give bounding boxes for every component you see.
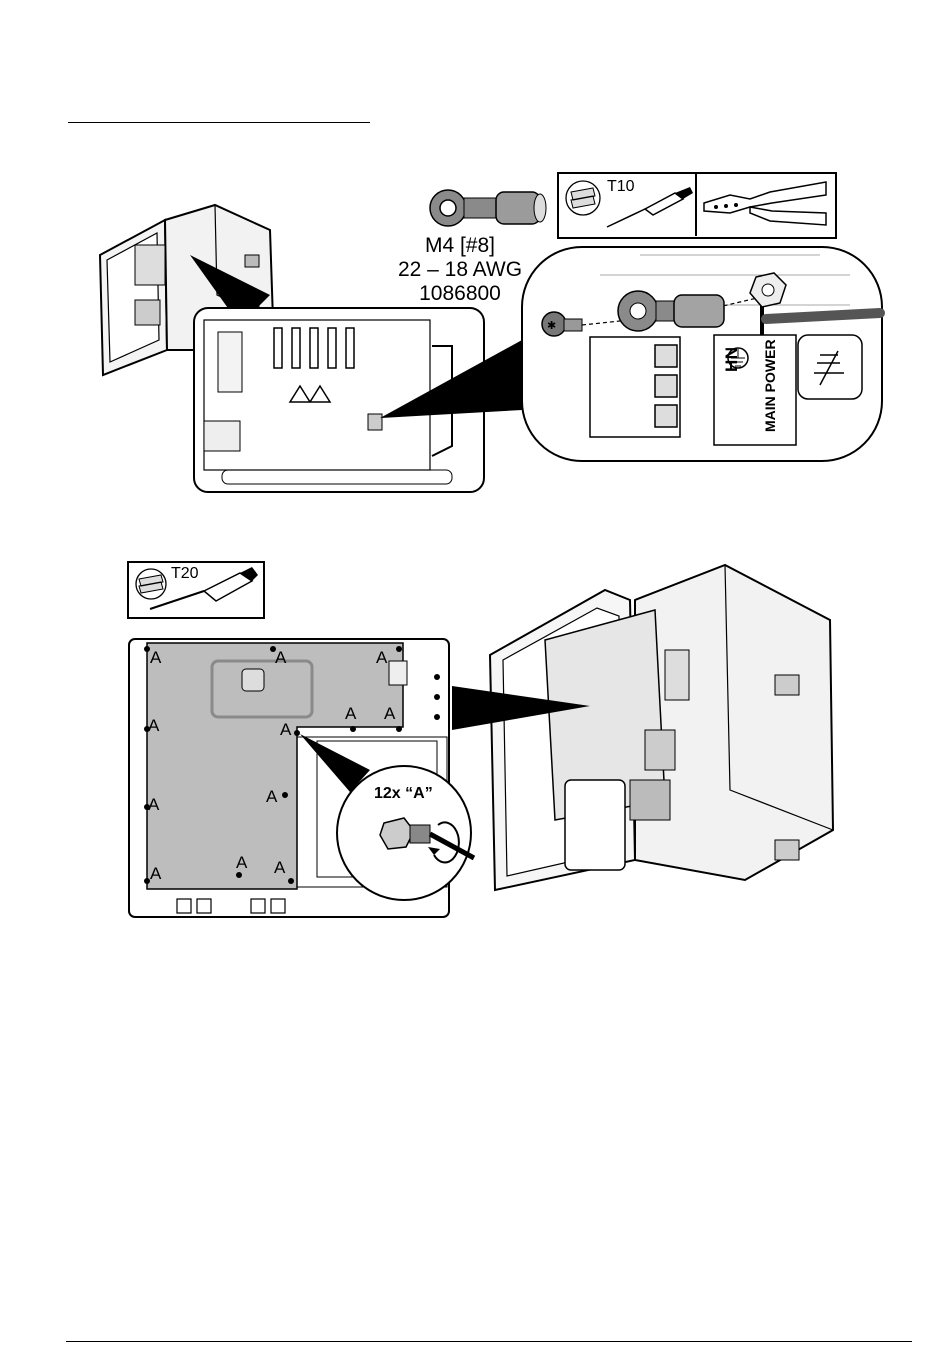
hn-marking: HN [722, 262, 742, 372]
tool-box-divider [695, 172, 697, 236]
zoom-wedge-2 [380, 340, 530, 430]
zoom-wedge-4 [440, 670, 600, 750]
screw-callout-a: A [275, 648, 286, 668]
svg-text:✱: ✱ [547, 320, 556, 332]
crimping-tool-icon [700, 177, 830, 232]
part-number-label: 1086800 [380, 282, 540, 306]
main-power-label: MAIN POWER [762, 322, 778, 432]
screw-removal-detail [334, 763, 474, 903]
screw-callout-a: A [236, 853, 247, 873]
screwdriver-t20-icon [148, 565, 260, 613]
screw-callout-a: A [280, 720, 291, 740]
wire-gauge-label: 22 – 18 AWG [380, 258, 540, 282]
footer-rule [66, 1341, 912, 1342]
screw-callout-a: A [376, 648, 387, 668]
bit-holder-icon [563, 178, 603, 218]
ring-terminal-icon [428, 180, 548, 238]
screw-callout-a: A [274, 858, 285, 878]
screw-callout-a: A [150, 864, 161, 884]
screw-callout-a: A [266, 787, 277, 807]
ground-connection-detail: ✱ [520, 245, 886, 463]
screw-callout-a: A [345, 704, 356, 724]
screw-callout-a: A [150, 648, 161, 668]
screw-size-label: M4 [#8] [380, 234, 540, 258]
screw-quantity-label: 12x “A” [374, 785, 433, 803]
screw-callout-a: A [148, 795, 159, 815]
screw-callout-a: A [148, 716, 159, 736]
screw-callout-a: A [384, 704, 395, 724]
screwdriver-t10-icon [605, 185, 695, 230]
header-rule [68, 122, 370, 123]
